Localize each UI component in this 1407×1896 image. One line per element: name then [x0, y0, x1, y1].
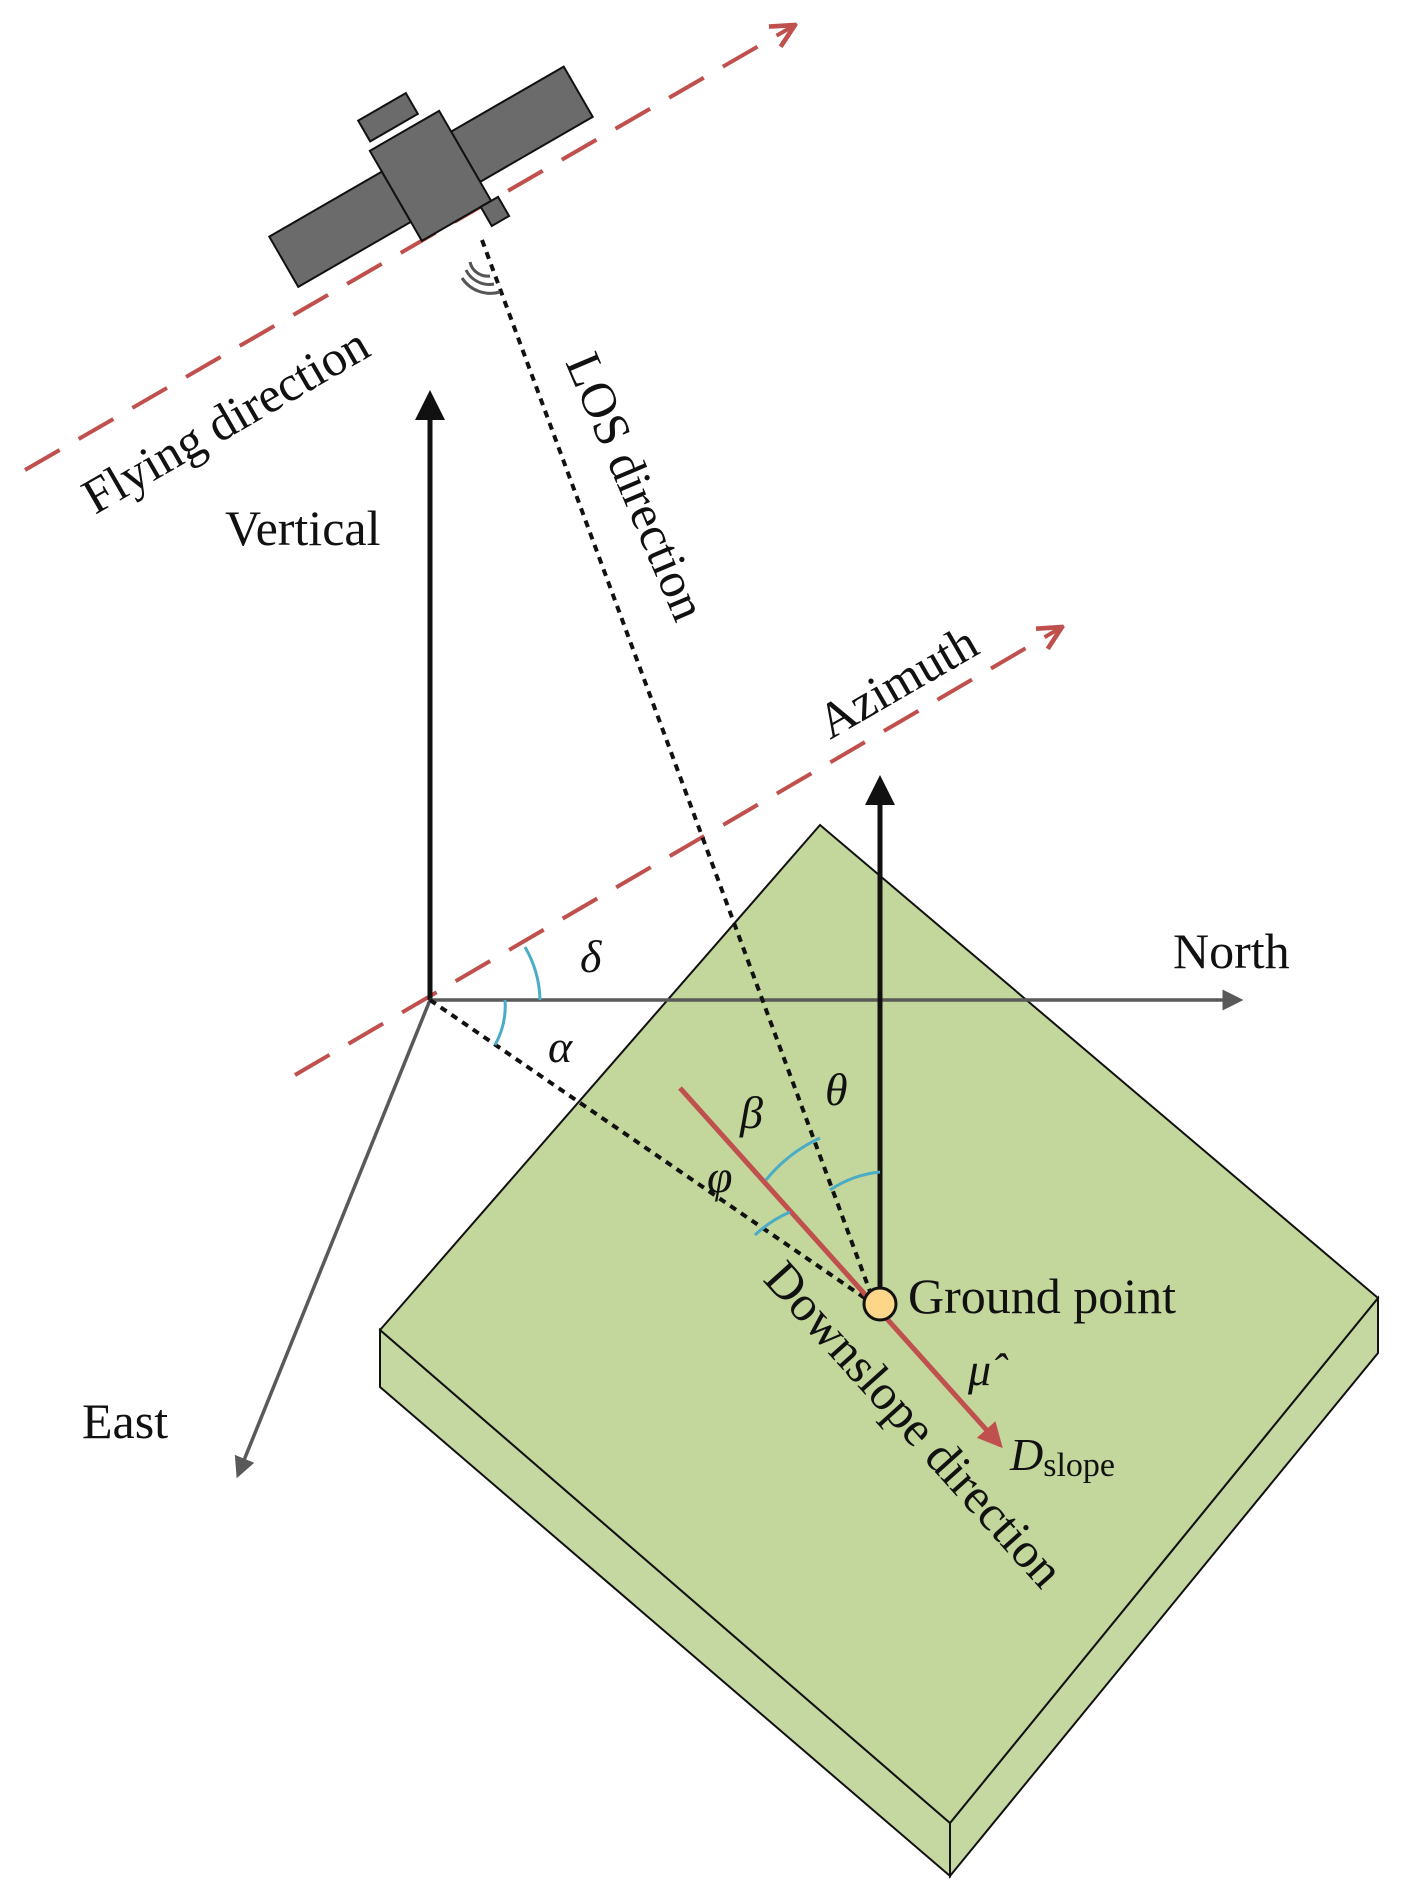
beta-arc: [764, 1136, 821, 1181]
flying-direction-label: Flying direction: [73, 316, 379, 525]
radar-signal-icon: [460, 261, 501, 295]
angle-arcs: [493, 946, 881, 1237]
theta-label: θ: [825, 1064, 848, 1115]
phi-arc: [753, 1210, 791, 1237]
beta-label: β: [739, 1087, 763, 1138]
azimuth-line: [293, 627, 1062, 1077]
alpha-label: α: [548, 1021, 573, 1072]
alpha-arc: [493, 999, 507, 1046]
los-direction-label: LOS direction: [555, 344, 718, 628]
flying-direction-line: [23, 25, 795, 472]
slope-top-surface: [378, 823, 1380, 1825]
vertical-label: Vertical: [225, 500, 380, 556]
d-slope-main: D: [1009, 1429, 1043, 1480]
ground-point-label: Ground point: [908, 1268, 1176, 1324]
satellite-icon: [267, 65, 595, 289]
east-label: East: [82, 1393, 168, 1449]
d-slope-sub: slope: [1043, 1447, 1115, 1484]
d-slope-label: Dslope: [1009, 1429, 1115, 1484]
theta-arc: [829, 1170, 881, 1192]
downslope-arrow: [678, 1086, 1003, 1449]
phi-label: φ: [707, 1151, 732, 1202]
ground-point-marker: [862, 1286, 898, 1322]
delta-label: δ: [580, 931, 602, 982]
azimuth-label: Azimuth: [808, 614, 988, 750]
north-label: North: [1173, 923, 1290, 979]
east-axis: [234, 999, 432, 1479]
delta-arc: [523, 946, 542, 1001]
slope-block: [378, 823, 1380, 1879]
